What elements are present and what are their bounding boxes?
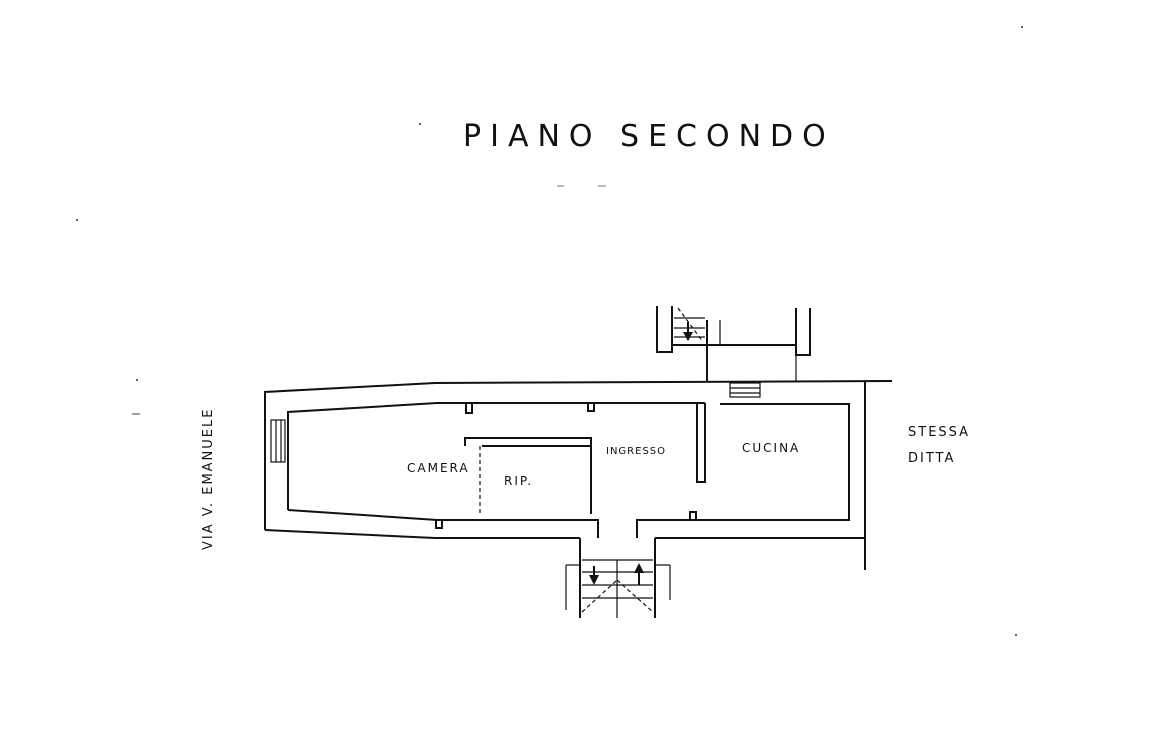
room-label-camera: CAMERA	[407, 461, 470, 475]
room-label-rip: RIP.	[504, 474, 533, 488]
street-label: VIA V. EMANUELE	[201, 408, 216, 550]
room-label-ingresso: INGRESSO	[606, 446, 666, 457]
neighbor-label-line2: DITTA	[908, 451, 955, 466]
outer-walls	[264, 380, 893, 570]
inner-walls	[287, 402, 850, 538]
neighbor-label-line1: STESSA	[908, 425, 970, 440]
upper-stairwell	[656, 306, 811, 381]
storage-room-walls	[464, 437, 592, 516]
lower-stairwell	[565, 538, 671, 618]
top-opening	[729, 382, 761, 398]
room-label-cucina: CUCINA	[742, 441, 800, 455]
partition-wall	[696, 403, 706, 483]
street-window	[270, 419, 286, 463]
plan-title: PIANO SECONDO	[463, 119, 835, 154]
scan-specks	[76, 26, 1023, 636]
